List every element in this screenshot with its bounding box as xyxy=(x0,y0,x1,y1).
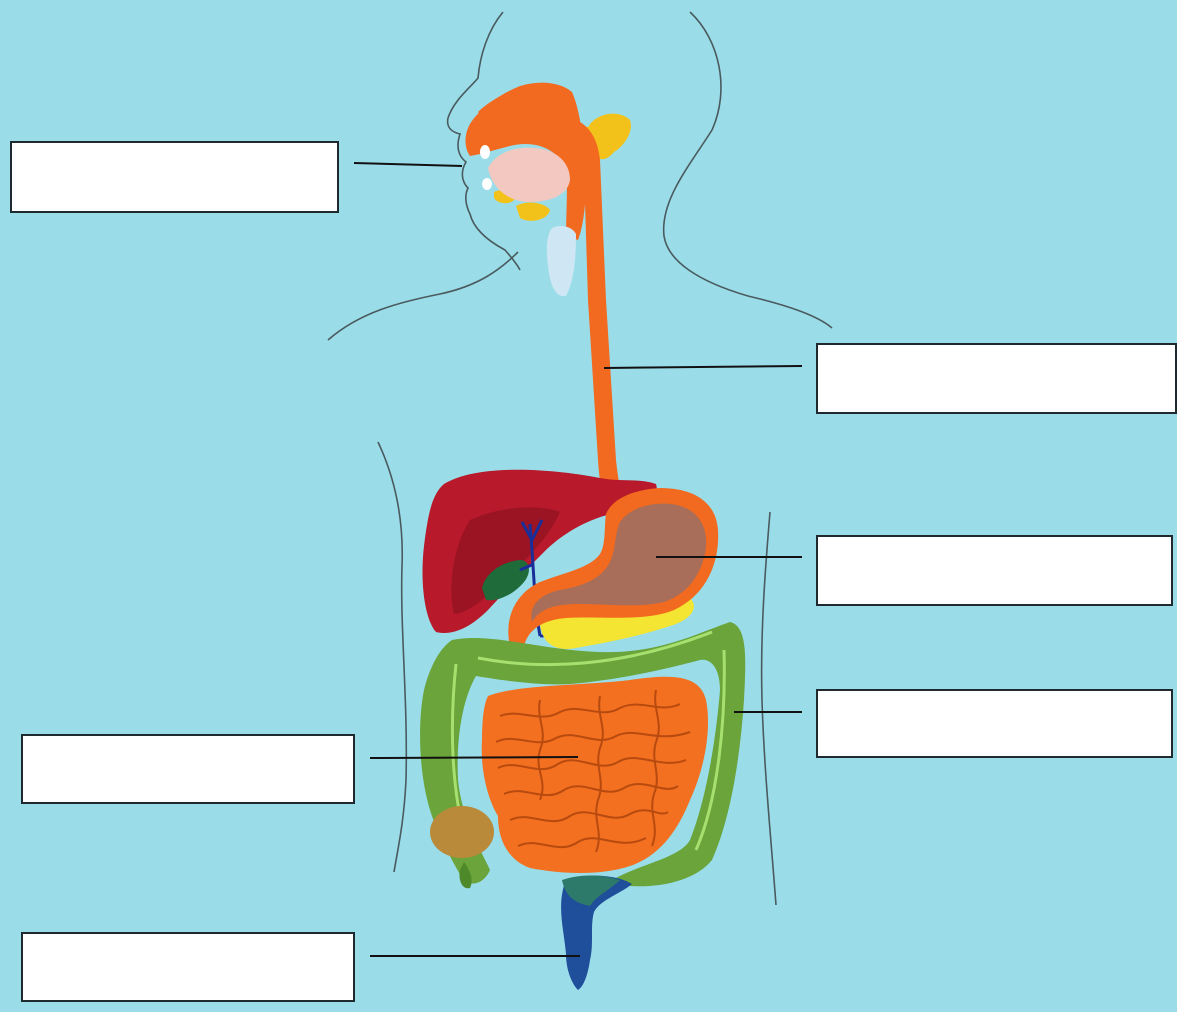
label-box-stomach[interactable] xyxy=(816,535,1173,606)
label-box-small-intestine[interactable] xyxy=(21,734,355,804)
cecum xyxy=(430,806,494,858)
label-box-large-intestine[interactable] xyxy=(816,689,1173,758)
leader-small-intestine xyxy=(370,757,578,758)
label-box-rectum[interactable] xyxy=(21,932,355,1002)
label-box-esophagus[interactable] xyxy=(816,343,1177,414)
upper-tooth xyxy=(480,145,490,159)
lower-tooth xyxy=(482,178,492,190)
label-box-mouth[interactable] xyxy=(10,141,339,213)
